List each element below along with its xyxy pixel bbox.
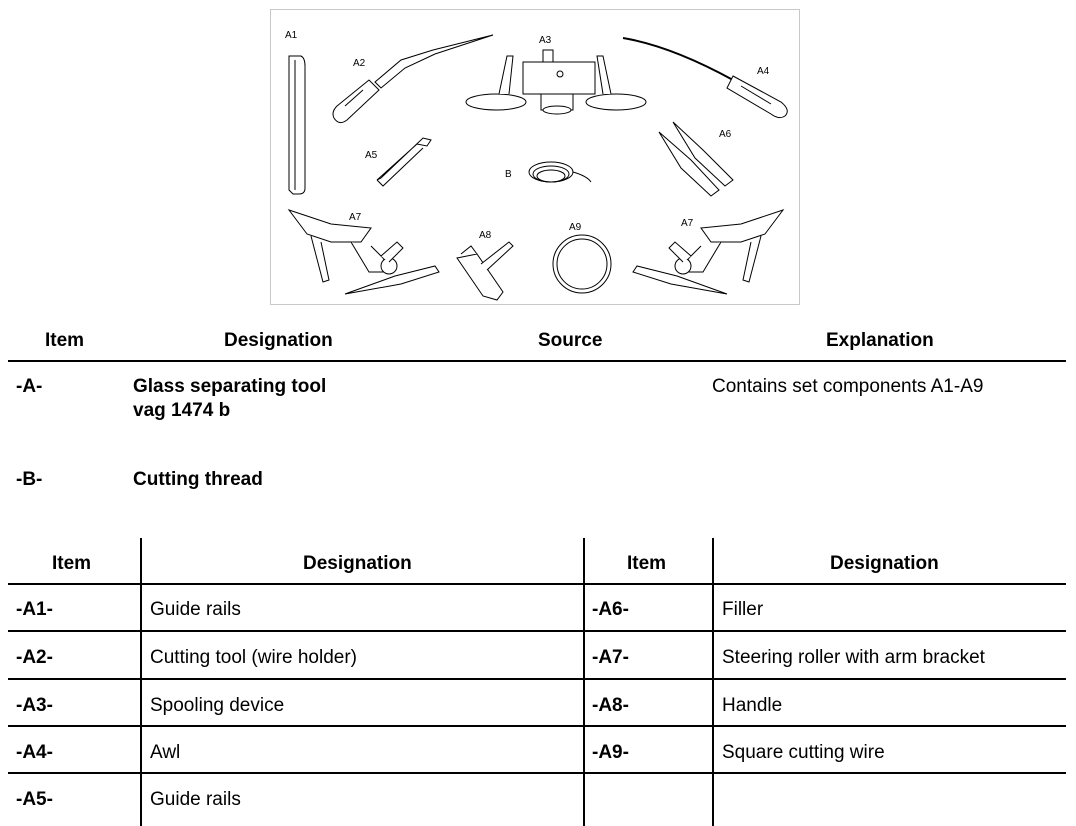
- parts-row-5-designation-left: Guide rails: [150, 789, 241, 810]
- parts-row-1-item-right: -A6-: [592, 599, 629, 620]
- header-designation: Designation: [224, 330, 333, 351]
- tool-set-illustration: A1 A2 A3 A4 A5 A6 B A7 A8 A9 A7: [270, 9, 800, 305]
- parts-row-4-item-left: -A4-: [16, 742, 53, 763]
- parts-row-2-designation-right: Steering roller with arm bracket: [722, 647, 985, 668]
- awl-a4-drawing: [622, 37, 788, 119]
- steering-roller-a7-right-drawing: [632, 209, 785, 295]
- parts-row-3-designation-left: Spooling device: [150, 695, 285, 716]
- parts-header-designation-right: Designation: [830, 553, 939, 574]
- parts-row-1-designation-right: Filler: [722, 599, 764, 620]
- tool-set-drawing: A1 A2 A3 A4 A5 A6 B A7 A8 A9 A7: [285, 30, 788, 301]
- header-explanation: Explanation: [826, 330, 934, 351]
- parts-row-1-item-left: -A1-: [16, 599, 53, 620]
- row-divider: [8, 630, 1066, 632]
- label-a3: A3: [539, 35, 552, 46]
- column-divider: [140, 538, 142, 826]
- label-a7-left: A7: [349, 212, 362, 223]
- parts-row-5-item-left: -A5-: [16, 789, 53, 810]
- guide-rail-a5-drawing: [376, 137, 432, 187]
- label-a1: A1: [285, 30, 298, 41]
- header-item: Item: [45, 330, 85, 351]
- row-divider: [8, 583, 1066, 585]
- row-divider: [8, 725, 1066, 727]
- label-a2: A2: [353, 58, 366, 69]
- row-a-item: -A-: [16, 376, 43, 397]
- steering-roller-a7-left-drawing: [287, 209, 440, 295]
- row-b-item: -B-: [16, 469, 43, 490]
- column-divider: [712, 538, 714, 826]
- parts-row-3-item-right: -A8-: [592, 695, 629, 716]
- row-a-explanation: Contains set components A1-A9: [712, 376, 984, 397]
- label-a5: A5: [365, 150, 378, 161]
- label-b: B: [505, 169, 512, 180]
- parts-row-2-designation-left: Cutting tool (wire holder): [150, 647, 357, 668]
- label-a7-right: A7: [681, 218, 694, 229]
- parts-row-4-item-right: -A9-: [592, 742, 629, 763]
- label-a6: A6: [719, 129, 732, 140]
- parts-header-item-right: Item: [627, 553, 667, 574]
- label-a9: A9: [569, 222, 582, 233]
- cutting-wire-ring-a9-drawing: [552, 234, 612, 294]
- parts-table: Item Designation Item Designation -A1- G…: [8, 538, 1066, 826]
- cutting-thread-coil-drawing: [528, 161, 592, 183]
- row-divider: [8, 772, 1066, 774]
- spooling-device-a3-drawing: [465, 49, 647, 115]
- parts-header-designation-left: Designation: [303, 553, 412, 574]
- parts-row-3-designation-right: Handle: [722, 695, 783, 716]
- parts-row-2-item-left: -A2-: [16, 647, 53, 668]
- guide-rail-a1-drawing: [288, 55, 306, 195]
- parts-row-2-item-right: -A7-: [592, 647, 629, 668]
- filler-a6-drawing: [658, 121, 734, 197]
- header-source: Source: [538, 330, 603, 351]
- parts-row-4-designation-right: Square cutting wire: [722, 742, 885, 763]
- label-a4: A4: [757, 66, 770, 77]
- label-a8: A8: [479, 230, 492, 241]
- main-table-header: Item Designation Source Explanation: [8, 328, 1066, 362]
- handle-a8-drawing: [456, 241, 514, 301]
- parts-row-4-designation-left: Awl: [150, 742, 181, 763]
- parts-row-1-designation-left: Guide rails: [150, 599, 241, 620]
- parts-row-3-item-left: -A3-: [16, 695, 53, 716]
- row-a-designation-line1: Glass separating tool: [133, 376, 327, 397]
- parts-header-item-left: Item: [52, 553, 92, 574]
- row-divider: [8, 678, 1066, 680]
- column-divider: [583, 538, 585, 826]
- cutting-tool-a2-drawing: [332, 34, 494, 124]
- row-b-designation: Cutting thread: [133, 469, 263, 490]
- row-a-designation-line2: vag 1474 b: [133, 400, 231, 421]
